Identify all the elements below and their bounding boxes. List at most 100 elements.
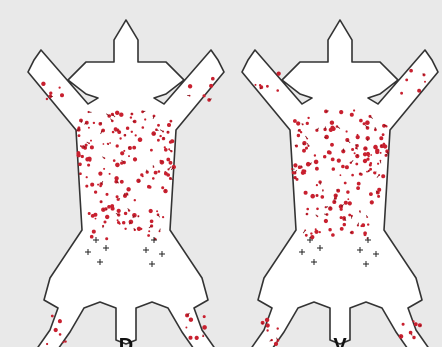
dorsal-lesion-dot <box>119 137 121 139</box>
ventral-lesion-dot <box>412 336 415 339</box>
ventral-lesion-dot <box>324 219 328 223</box>
ventral-lesion-dot <box>274 342 278 346</box>
dorsal-lesion-dot <box>90 145 94 149</box>
dorsal-lesion-dot <box>64 340 66 342</box>
ventral-lesion-dot <box>405 79 408 82</box>
dorsal-lesion-dot <box>59 333 62 336</box>
ventral-lesion-dot <box>354 152 356 154</box>
dorsal-lesion-dot <box>119 223 121 225</box>
ventral-view-label: V <box>333 335 347 347</box>
dorsal-lesion-dot <box>95 218 97 220</box>
dorsal-lesion-dot <box>131 131 133 133</box>
dorsal-lesion-dot <box>150 220 154 224</box>
ventral-lesion-dot <box>424 81 426 83</box>
ventral-lesion-dot <box>266 323 270 327</box>
dorsal-lesion-dot <box>157 139 160 142</box>
dorsal-lesion-dot <box>124 212 127 215</box>
ventral-lesion-dot <box>365 120 370 125</box>
dorsal-lesion-dot <box>147 234 150 237</box>
ventral-lesion-dot <box>307 117 309 119</box>
dorsal-view: D <box>28 20 224 347</box>
dorsal-lesion-dot <box>88 127 90 129</box>
ventral-lesion-dot <box>293 119 297 123</box>
dorsal-lesion-dot <box>118 199 120 201</box>
ventral-lesion-dot <box>304 173 306 175</box>
dorsal-lesion-dot <box>164 148 168 152</box>
dorsal-lesion-dot <box>76 153 80 157</box>
ventral-lesion-dot <box>400 92 403 95</box>
ventral-lesion-dot <box>337 159 341 163</box>
ventral-lesion-dot <box>306 122 309 125</box>
dorsal-lesion-dot <box>90 183 94 187</box>
ventral-lesion-dot <box>302 169 306 173</box>
ventral-lesion-stroke <box>324 214 327 215</box>
dorsal-lesion-dot <box>117 219 119 221</box>
ventral-lesion-dot <box>348 201 352 205</box>
ventral-lesion-dot <box>266 329 268 331</box>
ventral-lesion-dot <box>382 133 385 136</box>
dorsal-lesion-dot <box>115 163 120 168</box>
dorsal-lesion-dot <box>156 210 158 212</box>
ventral-lesion-dot <box>353 109 355 111</box>
ventral-lesion-dot <box>344 182 347 185</box>
dorsal-lesion-dot <box>159 135 161 137</box>
ventral-lesion-dot <box>355 163 358 166</box>
ventral-lesion-dot <box>340 174 342 176</box>
dorsal-lesion-dot <box>78 134 81 137</box>
ventral-lesion-dot <box>363 231 367 235</box>
ventral-lesion-dot <box>304 191 308 195</box>
dorsal-lesion-dot <box>109 142 111 144</box>
dorsal-lesion-dot <box>126 187 130 191</box>
dorsal-lesion-dot <box>202 325 207 330</box>
dorsal-lesion-dot <box>161 186 164 189</box>
ventral-lesion-dot <box>381 174 385 178</box>
dorsal-lesion-dot <box>203 315 206 318</box>
ventral-lesion-dot <box>370 162 373 165</box>
dorsal-lesion-dot <box>41 82 45 86</box>
ventral-lesion-dot <box>331 233 335 237</box>
ventral-lesion-dot <box>366 171 368 173</box>
dorsal-lesion-dot <box>189 318 193 322</box>
dorsal-view-label: D <box>119 335 133 347</box>
ventral-lesion-dot <box>363 146 367 150</box>
dorsal-skin-outline <box>28 20 224 347</box>
ventral-lesion-dot <box>330 121 334 125</box>
ventral-lesion-stroke <box>326 207 328 208</box>
dorsal-lesion-stroke <box>81 146 82 147</box>
dorsal-lesion-dot <box>126 127 129 130</box>
ventral-lesion-dot <box>402 323 405 326</box>
ventral-view: V <box>242 20 438 347</box>
dorsal-lesion-dot <box>167 123 171 127</box>
ventral-lesion-dot <box>351 148 354 151</box>
ventral-lesion-dot <box>375 150 379 154</box>
ventral-lesion-dot <box>370 154 372 156</box>
ventral-lesion-dot <box>306 162 311 167</box>
dorsal-lesion-dot <box>91 214 95 218</box>
ventral-lesion-dot <box>265 318 269 322</box>
dorsal-lesion-dot <box>154 171 158 175</box>
ventral-lesion-dot <box>339 110 343 114</box>
dorsal-lesion-dot <box>86 176 88 178</box>
ventral-lesion-dot <box>316 208 319 211</box>
ventral-lesion-dot <box>314 230 318 234</box>
ventral-lesion-dot <box>357 182 361 186</box>
dorsal-lesion-dot <box>46 98 48 100</box>
dorsal-lesion-dot <box>189 336 193 340</box>
dorsal-lesion-dot <box>103 143 105 145</box>
dorsal-lesion-dot <box>162 216 164 218</box>
ventral-lesion-dot <box>359 119 363 123</box>
dorsal-lesion-dot <box>188 84 192 88</box>
ventral-lesion-dot <box>314 154 316 156</box>
ventral-lesion-dot <box>315 228 317 230</box>
ventral-lesion-dot <box>356 186 360 190</box>
dorsal-lesion-dot <box>105 215 109 219</box>
ventral-lesion-dot <box>305 147 308 150</box>
ventral-lesion-dot <box>336 189 340 193</box>
dorsal-lesion-dot <box>185 327 187 329</box>
dorsal-lesion-dot <box>120 162 123 165</box>
dorsal-lesion-dot <box>46 343 48 345</box>
dorsal-lesion-dot <box>150 149 153 152</box>
ventral-lesion-dot <box>379 136 383 140</box>
dorsal-lesion-dot <box>103 168 105 170</box>
ventral-lesion-dot <box>350 113 354 117</box>
